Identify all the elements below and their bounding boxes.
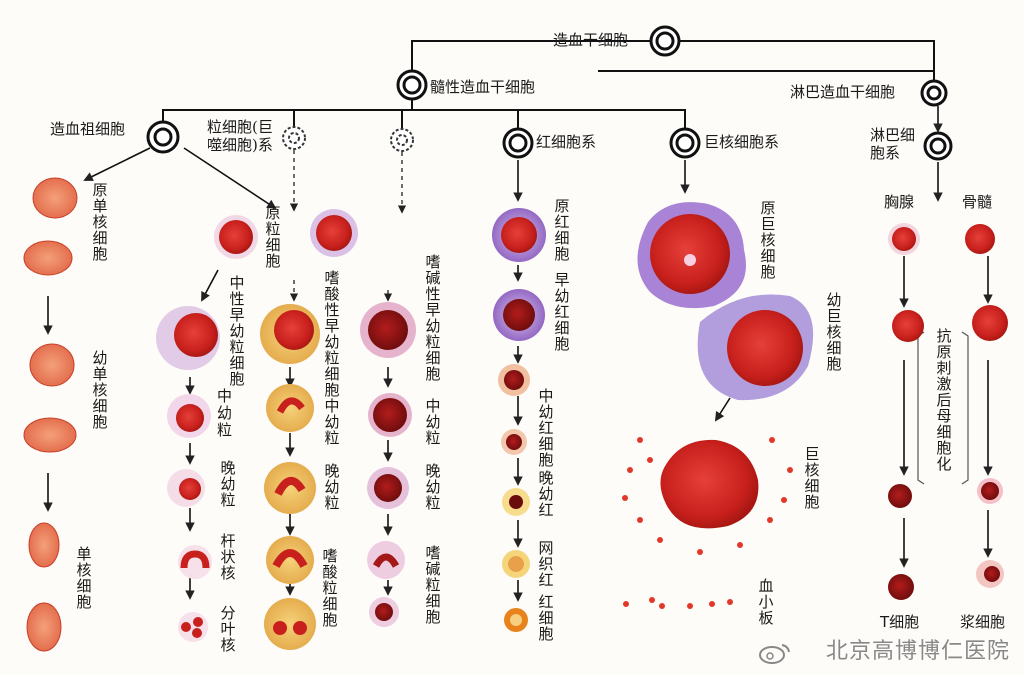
label-lymph-line: 淋巴细胞系 [870, 126, 916, 162]
stem-cell-symbols [146, 25, 953, 161]
basophil-cells [360, 302, 416, 627]
label-platelet: 血小板 [758, 577, 774, 627]
label-progenitor: 造血祖细胞 [50, 120, 126, 138]
label-myeloid-sc: 髓性造血干细胞 [430, 78, 536, 96]
myeloblast-cells [310, 209, 358, 257]
label-hsc: 造血干细胞 [553, 31, 629, 49]
label-neut-band: 杆状核 [220, 532, 236, 582]
label-megakaryocyte: 巨核细胞 [804, 445, 820, 511]
monocyte-cells [23, 177, 78, 652]
tree-lines [162, 40, 935, 128]
eosinophil-cells [260, 304, 320, 650]
label-monoblast: 原单核细胞 [92, 181, 108, 263]
label-basophil: 嗜碱粒细胞 [425, 544, 441, 626]
label-antigen-stimulation: 抗原刺激后母细胞化 [936, 327, 952, 473]
label-eosinophil: 嗜酸粒细胞 [322, 547, 338, 629]
label-mega: 巨核细胞系 [704, 133, 780, 151]
lymphoid-cells [888, 223, 1008, 600]
label-baso-promyelocyte: 嗜碱性早幼粒细胞 [425, 253, 441, 383]
label-granulo: 粒细胞(巨噬细胞)系 [207, 118, 273, 154]
label-thymus: 胸腺 [884, 193, 915, 211]
label-baso-myelocyte: 中幼粒 [425, 397, 441, 447]
label-neut-myelocyte: 中幼粒 [217, 387, 233, 439]
label-eos-myelocyte: 中幼粒 [324, 397, 340, 447]
label-promegakaryocyte: 幼巨核细胞 [826, 291, 842, 373]
label-mid-erythroblast: 中幼红细胞 [538, 387, 554, 469]
label-lymph-sc: 淋巴造血干细胞 [790, 83, 896, 101]
label-early-erythroblast: 早幼红细胞 [554, 271, 570, 353]
label-erythrocyte: 红细胞 [538, 593, 554, 643]
megakaryocyte-cells [622, 202, 814, 609]
erythroid-cells [492, 208, 546, 632]
label-baso-metamyelocyte: 晚幼粒 [425, 462, 441, 512]
label-neut-segmented: 分叶核 [220, 604, 236, 654]
neutrophil-cells [156, 215, 258, 642]
dashed-arrows [289, 150, 407, 302]
label-erythro: 红细胞系 [536, 133, 597, 151]
label-neut-metamyelocyte: 晚幼粒 [220, 459, 236, 509]
label-t-cell: T细胞 [880, 613, 920, 631]
label-proerythroblast: 原红细胞 [554, 197, 570, 263]
label-plasma-cell: 浆细胞 [960, 613, 1006, 631]
label-promonocyte: 幼单核细胞 [92, 349, 108, 431]
label-late-erythroblast: 晚幼红 [538, 469, 554, 519]
label-reticulocyte: 网织红 [538, 539, 554, 589]
arrows [43, 106, 993, 602]
label-monocyte: 单核细胞 [76, 545, 92, 611]
label-neut-promyelocyte: 中性早幼粒细胞 [229, 274, 245, 388]
label-eos-metamyelocyte: 晚幼粒 [324, 462, 340, 512]
label-marrow: 骨髓 [962, 193, 993, 211]
label-eos-promyelocyte: 嗜酸性早幼粒细胞 [324, 269, 340, 399]
dashed-symbols [282, 126, 414, 152]
weibo-logo-icon [759, 644, 790, 664]
label-myeloblast: 原粒细胞 [265, 204, 281, 270]
label-megakaryoblast: 原巨核细胞 [760, 199, 776, 281]
watermark-text: 北京高博博仁医院 [825, 639, 1010, 664]
